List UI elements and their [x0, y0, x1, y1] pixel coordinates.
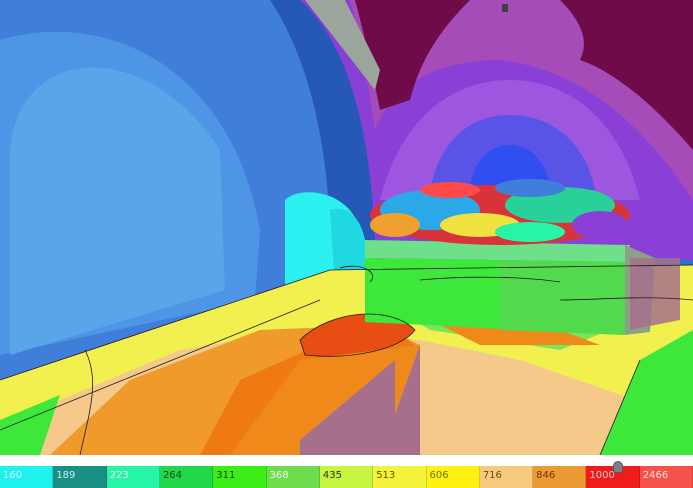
legend-swatch-606[interactable]: 606	[426, 466, 480, 488]
legend-swatch-160[interactable]: 160	[0, 466, 54, 488]
illuminance-scene	[0, 0, 693, 455]
legend-value-label: 435	[322, 470, 342, 481]
legend-value-label: 1000	[589, 470, 615, 481]
legend-gap	[0, 455, 693, 466]
legend-value-label: 368	[269, 470, 289, 481]
foreground-box-front	[300, 360, 395, 455]
wall-dark-stripe	[270, 0, 375, 250]
rendering-viewport[interactable]	[0, 0, 693, 455]
ceiling-beam	[305, 0, 380, 90]
legend-swatch-846[interactable]: 846	[533, 466, 587, 488]
legend-swatch-513[interactable]: 513	[373, 466, 427, 488]
ceiling-arch-core	[470, 145, 550, 185]
ceiling-fixture	[502, 4, 508, 12]
legend-swatch-1000[interactable]: 1000	[586, 466, 640, 488]
legend-slider-handle[interactable]	[613, 461, 623, 473]
wall-pillar	[630, 258, 680, 330]
floor-hotspot	[300, 313, 415, 357]
legend-swatch-716[interactable]: 716	[479, 466, 534, 488]
legend-swatch-264[interactable]: 264	[159, 466, 214, 488]
ceiling-maroon-left	[355, 0, 470, 110]
legend-value-label: 2466	[642, 470, 669, 481]
legend-swatch-368[interactable]: 368	[266, 466, 320, 488]
outline-lines	[0, 264, 693, 455]
legend-swatch-2466[interactable]: 2466	[639, 466, 693, 488]
color-legend-bar[interactable]: 160 189 223 264 311 368 435 513 606 716 846 1000 246…	[0, 466, 693, 488]
floor-green-right	[600, 330, 693, 455]
foliage	[370, 179, 630, 245]
wall-arch	[10, 67, 225, 355]
legend-value-label: 513	[376, 470, 396, 481]
legend-swatch-435[interactable]: 435	[319, 466, 374, 488]
legend-value-label: 311	[216, 470, 236, 481]
legend-value-label: 264	[162, 470, 183, 481]
planter-top	[365, 240, 630, 262]
planter-front-shade	[500, 260, 625, 335]
legend-value-label: 223	[109, 470, 129, 481]
legend-value-label: 189	[56, 470, 76, 481]
legend-swatch-311[interactable]: 311	[213, 466, 267, 488]
legend-value-label: 160	[3, 470, 23, 481]
legend-value-label: 606	[429, 470, 449, 481]
legend-swatch-189[interactable]: 189	[53, 466, 107, 488]
legend-swatch-223[interactable]: 223	[106, 466, 160, 488]
legend-value-label: 846	[536, 470, 556, 481]
legend-value-label: 716	[482, 470, 502, 481]
floor-green-left	[0, 395, 60, 455]
ceiling-maroon-right	[560, 0, 693, 150]
